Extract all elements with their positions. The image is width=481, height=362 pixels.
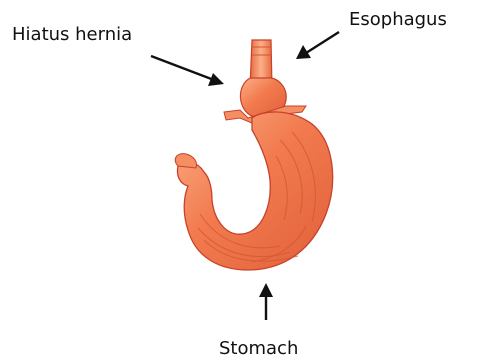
stomach-body <box>177 112 332 270</box>
hiatus-hernia-label: Hiatus hernia <box>12 26 132 44</box>
arrow-stomach <box>259 283 273 320</box>
esophagus-label: Esophagus <box>349 11 447 29</box>
pylorus <box>175 154 196 168</box>
arrow-esophagus <box>296 32 339 59</box>
stomach-label: Stomach <box>219 340 298 358</box>
arrow-hiatus <box>151 56 224 86</box>
